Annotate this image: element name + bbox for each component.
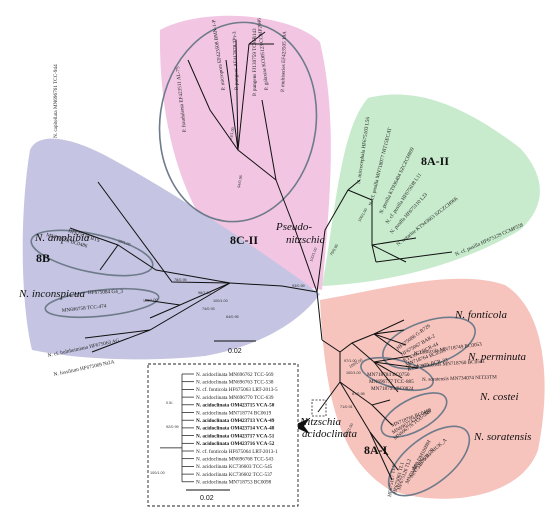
inset-tip-label: N. acidoclinata OM423714 VCA-48 (196, 426, 275, 432)
inset-tip-label: N. acidoclinata OM423716 VCA-52 (196, 441, 275, 447)
tips-8A-I-fonticola: HF675088 G-R726 HF675067 BAR-2 KT43662 B… (396, 323, 449, 373)
inset-bootstrap: 100/1.00 (150, 471, 165, 475)
bootstrap-value: 78/0.95 (174, 278, 187, 282)
tip-label: P. pungens AF417678 TPr-3 (232, 31, 240, 90)
tip-label: HF675127 TLS (387, 464, 397, 497)
clade-8A-I-region (320, 278, 545, 499)
bootstrap-value: 100/1.00 (349, 358, 364, 369)
taxon-label-amphibia: N. amphibia (34, 232, 90, 244)
bootstrap-value: 100/1.00 (346, 371, 361, 375)
bootstrap-value: 73/1.00 (229, 127, 235, 140)
inset-tip-label: N. acidoclinata MN718774 BC0619 (196, 410, 272, 416)
tip-label: MN696777 TCC-885 (369, 379, 414, 385)
tip-label: N. soratensis MN734074 NIT33TM (422, 374, 497, 383)
inset-tip-label: N. cf. fonticola HF675063 LRT-2013-5 (196, 386, 278, 393)
bootstrap-value: 93/0.99 (292, 284, 305, 288)
bootstrap-value: 100/1.00 (343, 423, 354, 438)
tip-label: HF675084 G4_3 (88, 289, 124, 296)
inset-tip-label: N. acidoclinata OM423717 VCA-51 (196, 433, 275, 439)
bootstrap-value: 64/0.95 (226, 315, 239, 319)
inset-tip-label: N. acidoclinata OM423715 VCA-50 (196, 403, 275, 409)
taxon-label-acidoclinata: Nitzschia (299, 416, 341, 428)
taxon-label-pseudonitzschia: Pseudo- (275, 221, 312, 233)
tree-branches (69, 31, 453, 481)
bootstrap-value: 94/0.96 (237, 175, 243, 188)
inset-tip-label: N. acidoclinata MN696770 TCC-639 (196, 395, 274, 401)
bootstrap-value: 98/1.00 (198, 291, 211, 295)
inset-tip-label: N. acidoclinata MN718753 BC0098 (196, 480, 272, 486)
tip-label: MN718784 BC0750 (367, 372, 410, 378)
perminuta-ellipse (360, 356, 434, 392)
inset-box (147, 363, 299, 507)
bootstrap-value: 97/1.00 (344, 359, 357, 363)
inset-bootstraps: 0.5/- 92/0.99 100/1.00 (150, 401, 179, 475)
inset-tip-label: N. acidoclinata MN696763 TCC-538 (196, 380, 274, 386)
bootstrap-value: 99/1.00 (118, 239, 131, 247)
clade-8A-II-region (322, 94, 540, 286)
inset-bootstrap: 92/0.99 (166, 425, 179, 429)
inset-tip-label: N. cf. fonticola HF675064 LRT-2013-1 (196, 448, 278, 455)
tip-label: N. capitellata MN696761 TCC-944 (53, 64, 59, 138)
taxon-label-fonticola: N. fonticola (454, 309, 507, 321)
inset-branches (160, 373, 194, 483)
clade-label-8C-II: 8C-II (230, 233, 258, 247)
bootstrap-value: 71/0.91 (340, 405, 353, 409)
clade-label-8B: 8B (36, 251, 50, 265)
bootstrap-value: 74/0.93 (202, 307, 215, 311)
clade-8C-II-region (159, 15, 331, 290)
taxon-label-pseudonitzschia: nitzschia (286, 234, 326, 246)
tip-label: P. multiseries EF423505 19A (280, 31, 288, 92)
taxon-label-costei: N. costei (479, 391, 519, 403)
taxon-label-acidoclinata: acidoclinata (302, 428, 357, 440)
bootstrap-values: 100/1.00 73/1.00 94/0.96 79/0.95 100/1.0… (118, 127, 369, 438)
bootstrap-value: 100/1.00 (143, 298, 158, 303)
clade-label-8A-II: 8A-II (421, 154, 449, 168)
inset-tip-label: N. acidoclinata KC736602 TCC-537 (196, 472, 273, 478)
bootstrap-value: 100/1.00 (357, 208, 368, 223)
taxon-label-soratensis: N. soratensis (473, 431, 531, 443)
inset-tip-label: N. acidoclinata OM423713 VCA-49 (196, 418, 275, 424)
tip-label: N. fossilium HF675069 Nt2A (53, 358, 115, 378)
inset-tip-label: N. acidoclinata KC736603 TCC-545 (196, 464, 273, 470)
inset-tip-label: N. acidoclinata MN696762 TCC-569 (196, 372, 274, 378)
taxon-label-inconspicua: N. inconspicua (18, 288, 85, 300)
inset-scale-label: 0.02 (200, 495, 214, 502)
arrow-icon (292, 418, 310, 434)
inset-tip-labels: N. acidoclinata MN696762 TCC-569 N. acido… (196, 372, 278, 486)
clade-label-8A-I: 8A-I (364, 443, 388, 457)
acidoclinata-marker-box (311, 399, 327, 417)
tip-label: P. pungens FJ130759 TCMB143 (252, 28, 258, 96)
bootstrap-value: 79/0.95 (329, 244, 339, 257)
taxon-label-perminuta: N. perminuta (467, 351, 527, 363)
inset-bootstrap: 0.5/- (166, 401, 174, 405)
inconspicua-ellipse (44, 287, 160, 319)
soratensis-ellipse (387, 425, 471, 497)
tip-label: MN696758 TCC-474 (62, 303, 108, 314)
bootstrap-value: 100/1.00 (309, 247, 318, 262)
tip-label: MN718795 BC0824 (371, 386, 414, 392)
clade-8B-region (22, 138, 320, 360)
bootstrap-value: 100/1.00 (213, 299, 228, 303)
inset-tip-label: N. acidoclinata MN696768 TCC-543 (196, 457, 274, 463)
bootstrap-value: 87/0.98 (352, 392, 365, 396)
costei-ellipse (380, 392, 448, 438)
pseudonitzschia-ellipse (158, 21, 318, 223)
amphibia-ellipse (30, 229, 154, 277)
scale-label: 0.02 (228, 348, 242, 355)
